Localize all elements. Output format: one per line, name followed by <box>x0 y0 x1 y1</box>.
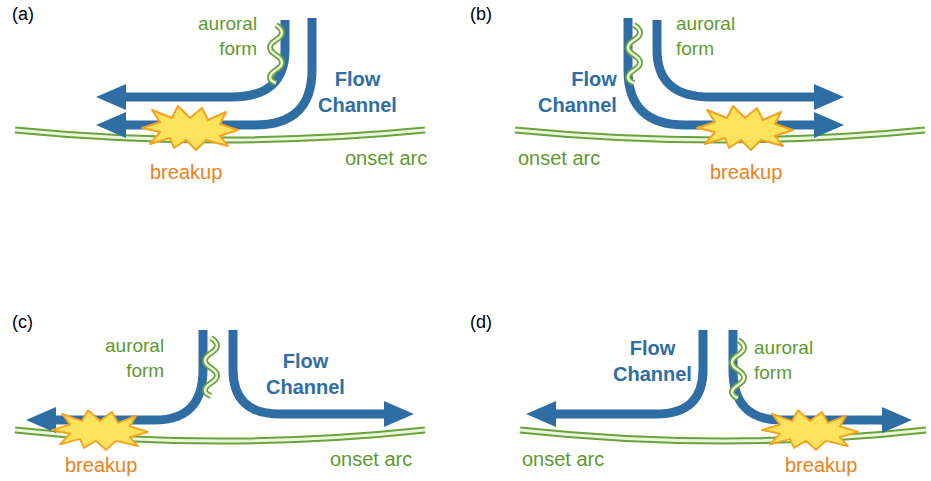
auroral-form-label: auroral form <box>754 336 813 385</box>
onset-arc-label: onset arc <box>330 447 412 471</box>
breakup-star <box>52 106 858 450</box>
panel-letter: (c) <box>12 312 33 334</box>
breakup-label: breakup <box>785 453 857 477</box>
onset-arc-label: onset arc <box>522 447 604 471</box>
breakup-label: breakup <box>65 453 137 477</box>
flow-channel-label: Flow Channel <box>613 335 692 387</box>
panel-letter: (d) <box>470 312 492 334</box>
auroral-form-label: auroral form <box>105 334 164 383</box>
auroral-form-wave <box>205 25 744 398</box>
flow-channel-label: Flow Channel <box>538 66 617 118</box>
onset-arc-label: onset arc <box>518 146 600 170</box>
breakup-label: breakup <box>150 160 222 184</box>
onset-arc-label: onset arc <box>345 146 427 170</box>
breakup-label: breakup <box>710 160 782 184</box>
flow-channel-label: Flow Channel <box>318 66 397 118</box>
auroral-form-label: auroral form <box>676 12 735 61</box>
flow-channel-label: Flow Channel <box>266 348 345 400</box>
panel-letter: (b) <box>470 4 492 26</box>
auroral-form-label: auroral form <box>198 12 257 61</box>
panel-letter: (a) <box>12 4 34 26</box>
flow-arrow <box>48 18 890 420</box>
onset-arc <box>15 130 926 441</box>
